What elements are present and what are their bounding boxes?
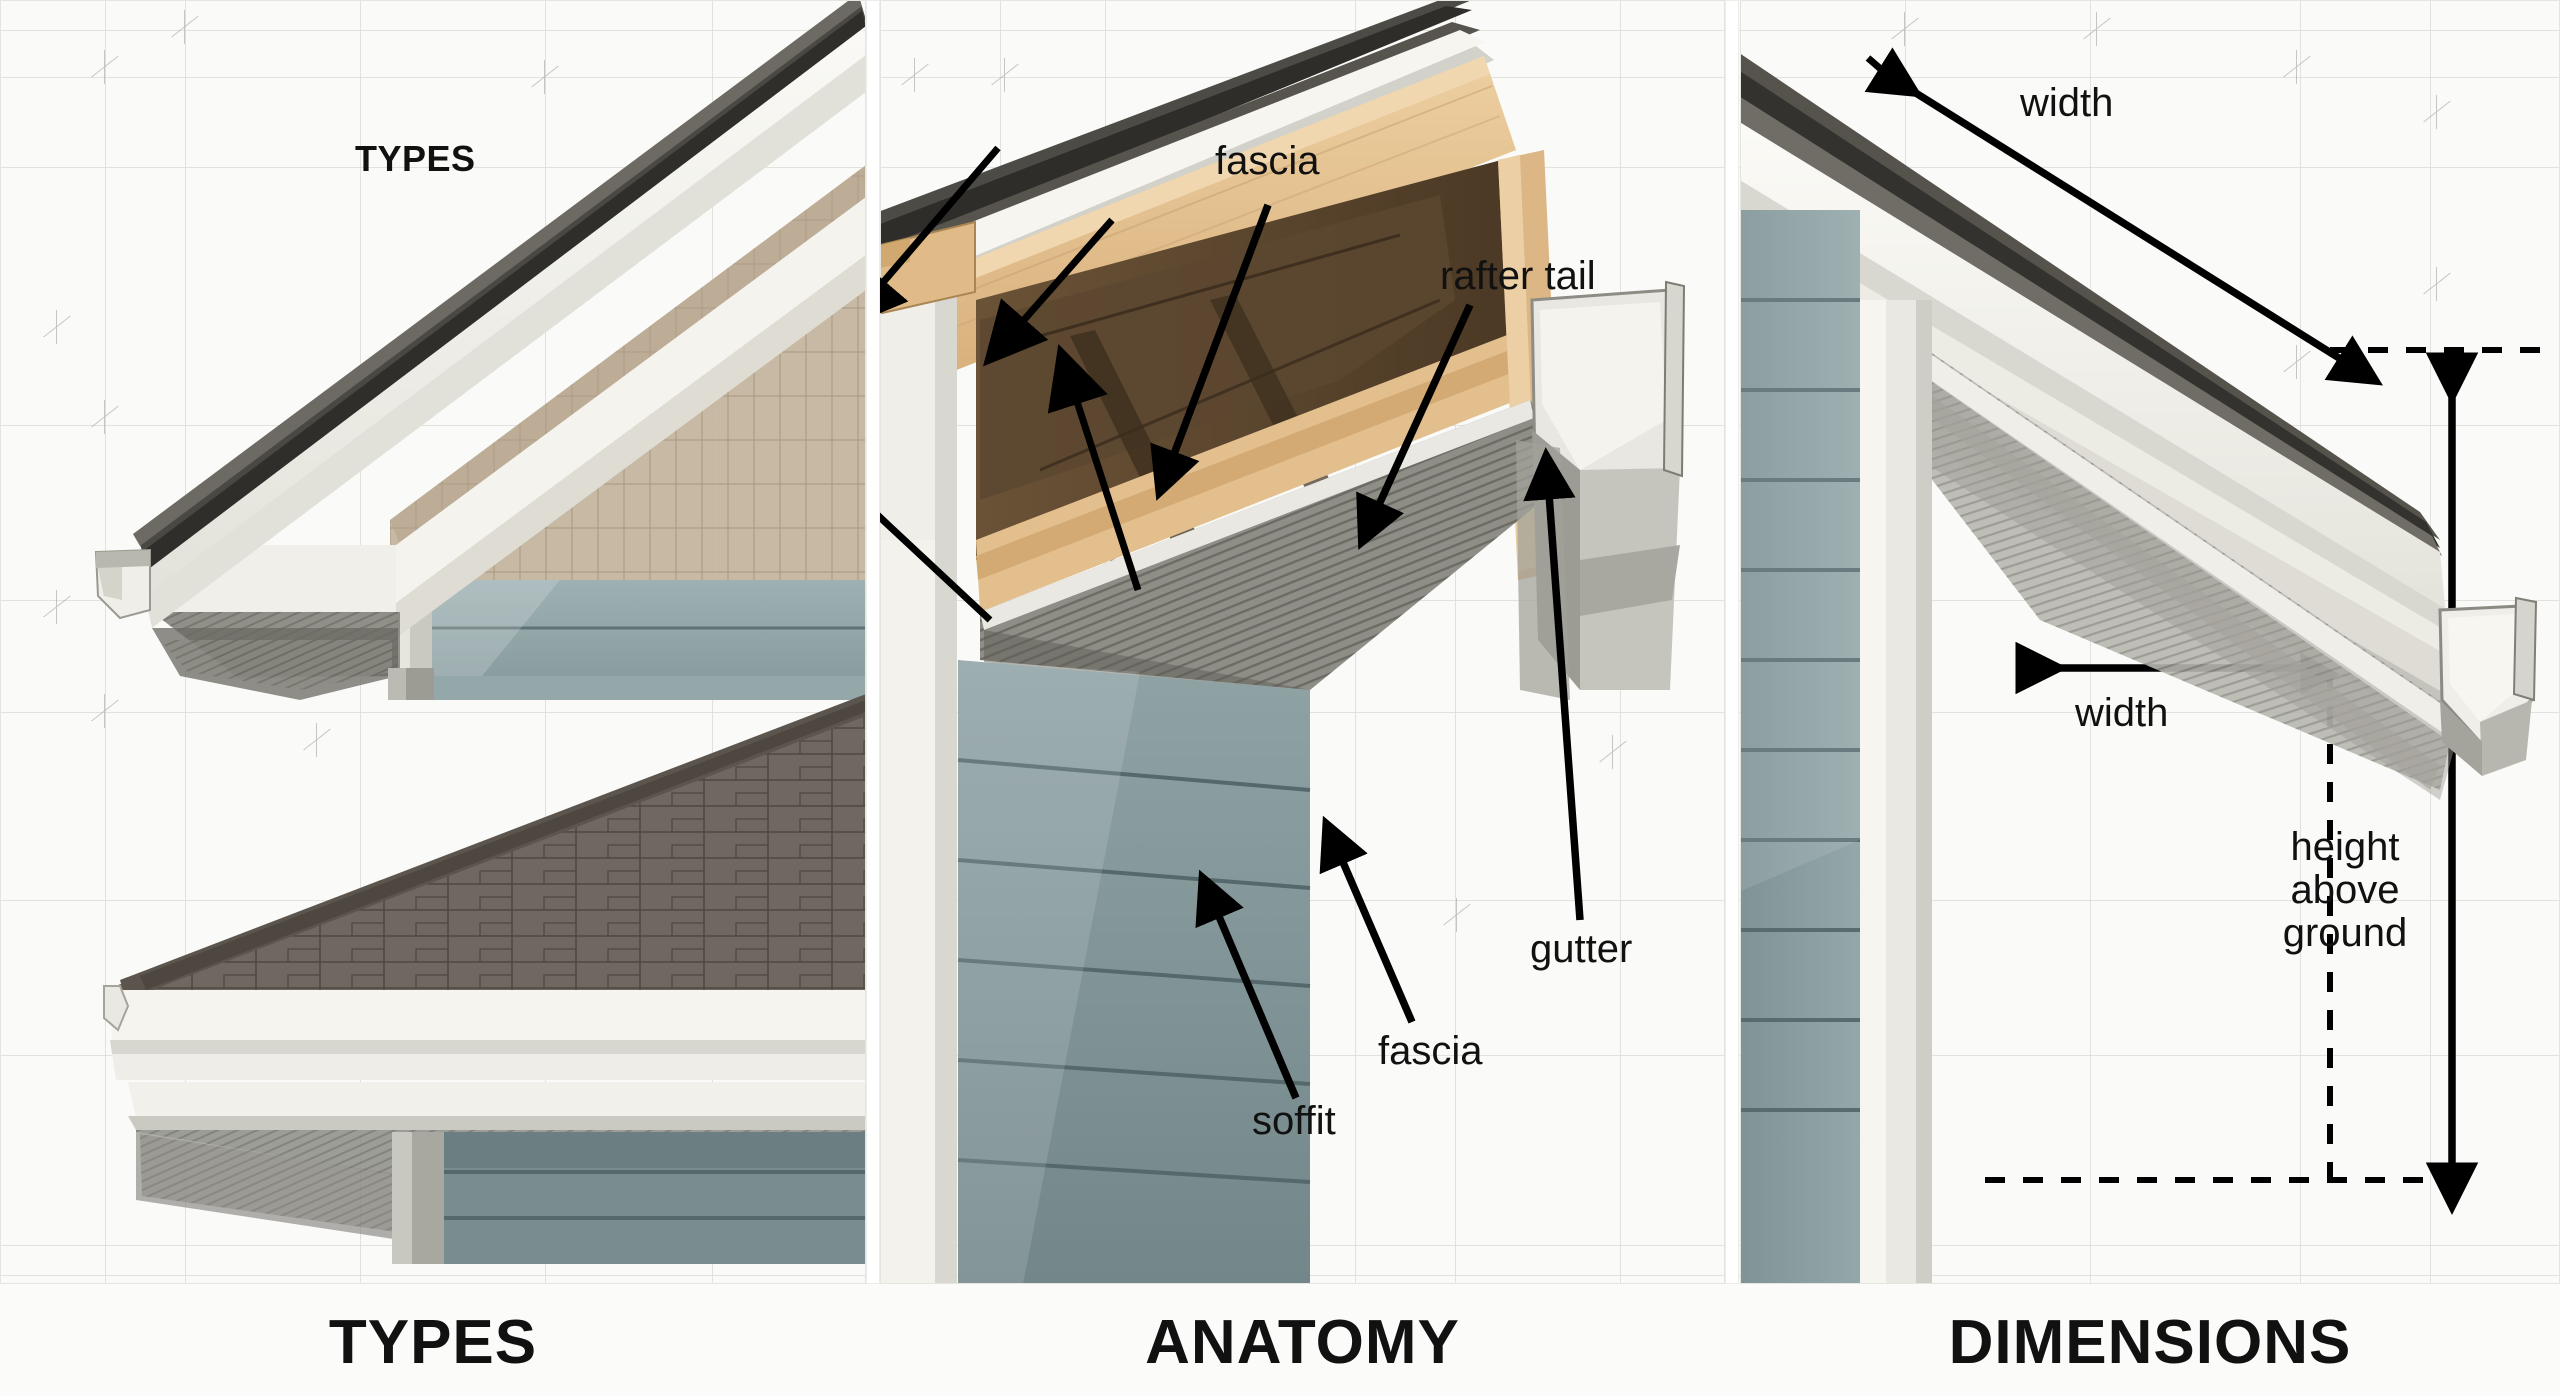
panel-separator-1 — [866, 0, 880, 1284]
caption-types: TYPES — [328, 1308, 538, 1377]
label-gutter: gutter — [1530, 927, 1633, 971]
label-height-line2: above — [2290, 868, 2400, 913]
label-height-line3: ground — [2282, 911, 2408, 956]
panel-anatomy: fascia — [880, 0, 1725, 1284]
label-fascia-lower: fascia — [1378, 1029, 1483, 1073]
label-height-line1: height — [2290, 825, 2400, 869]
types-illustration — [94, 0, 866, 1264]
illustration-shingled-eave — [103, 694, 866, 1264]
caption-anatomy: ANATOMY — [1145, 1308, 1460, 1377]
panel-separator-2 — [1725, 0, 1739, 1284]
caption-bar: TYPES ANATOMY DIMENSIONS — [0, 1284, 2560, 1396]
label-fascia-upper: fascia — [1215, 139, 1320, 183]
label-width-slope: width — [2020, 81, 2114, 125]
illustration-boxed-eave — [94, 0, 866, 700]
label-soffit: soffit — [1252, 1099, 1336, 1143]
panel-dimensions — [1740, 0, 2560, 1284]
panel-types-inline-title: TYPES — [355, 138, 476, 179]
label-width-horizontal: width — [2075, 691, 2169, 735]
label-height-above-ground: height above ground — [2255, 825, 2435, 956]
anatomy-illustration — [880, 0, 1686, 1284]
label-rafter-tail: rafter tail — [1440, 254, 1596, 298]
caption-dimensions: DIMENSIONS — [1948, 1308, 2352, 1377]
dimensions-illustration — [1740, 53, 2538, 1284]
panel-types: TYPES — [0, 0, 866, 1284]
